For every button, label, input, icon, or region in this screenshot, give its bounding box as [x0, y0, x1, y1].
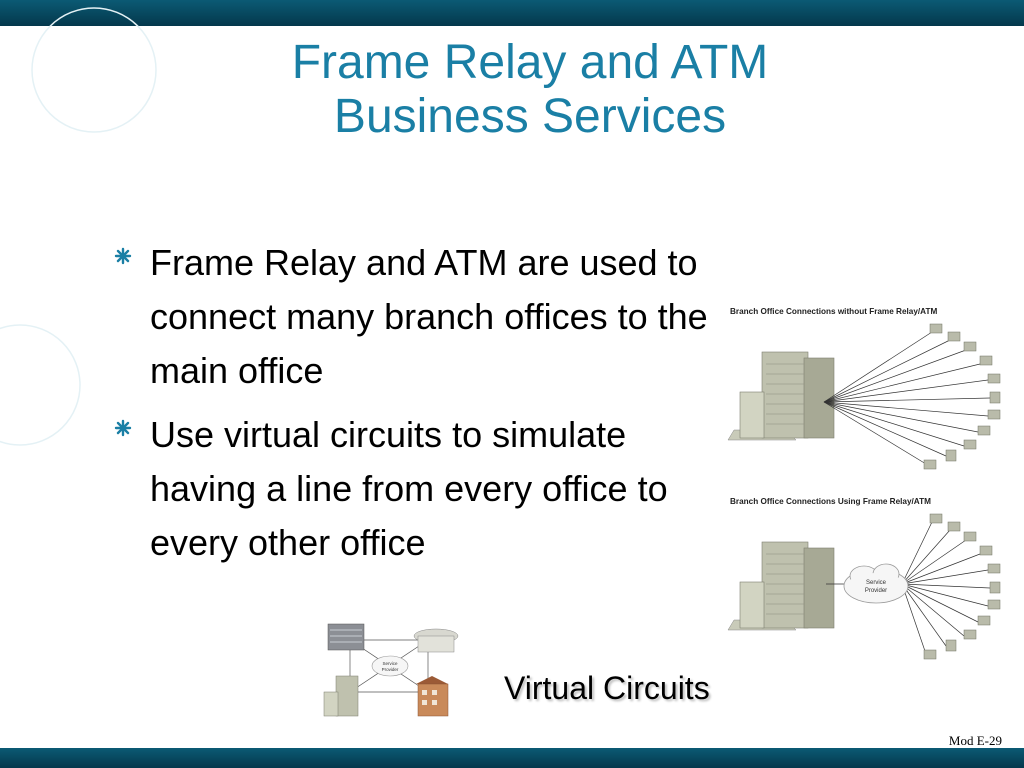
deco-circle-top [31, 7, 157, 133]
main-office-building-icon [727, 351, 835, 441]
virtual-circuits-diagram: Service Provider [323, 623, 459, 717]
branch-office-icons [923, 513, 1001, 660]
main-office-building-icon [727, 541, 835, 631]
title-line-2: Business Services [333, 90, 727, 143]
direct-connection-lines [823, 331, 991, 465]
cloud-label-line-1: Service [866, 580, 887, 586]
small-cloud-line-1: Service [382, 661, 398, 666]
cloud-label-line-2: Provider [865, 588, 887, 594]
small-service-provider-cloud-icon: Service Provider [371, 655, 409, 677]
bullet-list: Frame Relay and ATM are used to connect … [112, 236, 712, 580]
diagram-bottom-title: Branch Office Connections Using Frame Re… [730, 497, 931, 506]
asterisk-bullet-icon [114, 419, 132, 437]
diagram-without-frame-relay: Branch Office Connections without Frame … [727, 307, 1001, 470]
bottom-bar [0, 748, 1024, 768]
slide-title: Frame Relay and ATM Business Services [200, 36, 860, 144]
title-line-1: Frame Relay and ATM [291, 36, 769, 89]
service-provider-cloud-icon: Service Provider [843, 563, 909, 604]
virtual-circuits-caption: Virtual Circuits [504, 670, 710, 706]
deco-circle-middle [0, 324, 81, 446]
bullet-text: Frame Relay and ATM are used to connect … [150, 242, 708, 391]
brick-building-icon [416, 676, 449, 717]
small-cloud-line-2: Provider [382, 667, 399, 672]
cloud-connection-lines [901, 521, 991, 655]
tower-building-icon [323, 675, 359, 717]
branch-office-icons [923, 323, 1001, 470]
asterisk-bullet-icon [114, 247, 132, 265]
bullet-item: Frame Relay and ATM are used to connect … [112, 236, 712, 398]
museum-building-icon [413, 628, 459, 653]
diagram-top-title: Branch Office Connections without Frame … [730, 307, 937, 316]
decorative-circles [0, 7, 157, 446]
diagram-with-frame-relay: Branch Office Connections Using Frame Re… [727, 497, 1001, 660]
top-bar [0, 0, 1024, 26]
building-icon [327, 623, 365, 651]
bullet-item: Use virtual circuits to simulate having … [112, 408, 712, 570]
slide-number: Mod E-29 [948, 733, 1002, 748]
bullet-text: Use virtual circuits to simulate having … [150, 414, 668, 563]
